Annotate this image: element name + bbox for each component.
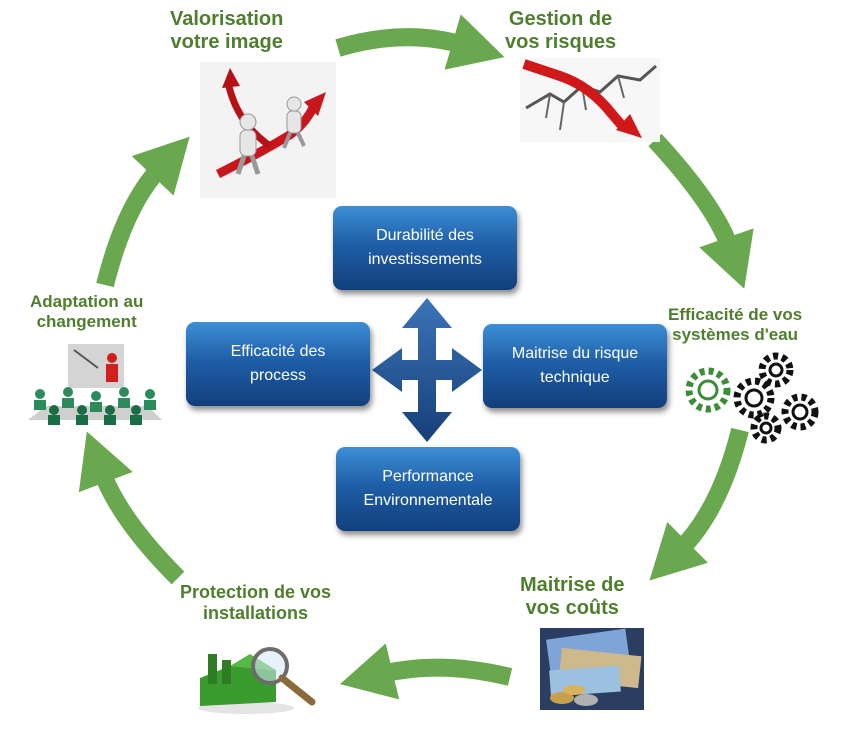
arrow-risques-to-eau: [648, 133, 754, 289]
arrow-adaptation-to-valorisation: [96, 136, 190, 288]
four-way-arrow-icon: [372, 298, 482, 442]
gears-icon: [685, 352, 819, 444]
cracked-wall-falling-arrow-icon: [520, 58, 660, 142]
climbing-people-red-arrow-icon: [200, 62, 336, 198]
banknotes-coins-icon: [540, 628, 644, 710]
arrow-valorisation-to-risques: [335, 14, 505, 70]
factory-magnifier-icon: [198, 647, 316, 714]
presentation-audience-icon: [28, 344, 162, 425]
arrow-protection-to-adaptation: [78, 431, 185, 585]
arrow-couts-to-protection: [340, 643, 513, 700]
arrow-eau-to-couts: [649, 427, 749, 581]
